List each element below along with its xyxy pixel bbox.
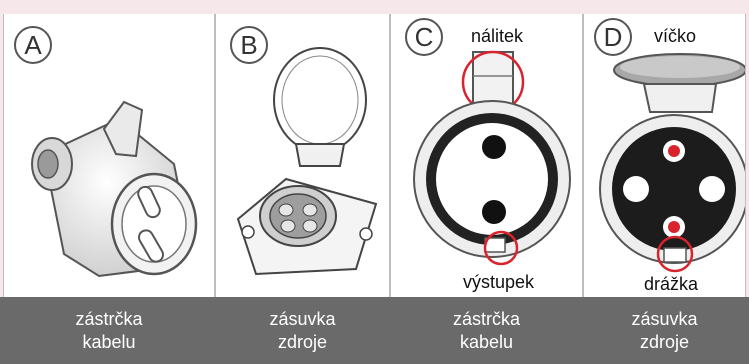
panel-d: D víčko drážka xyxy=(583,14,746,297)
caption-b-line2: zdroje xyxy=(277,331,328,352)
caption-b: zásuvka zdroje xyxy=(215,297,390,364)
caption-bar xyxy=(0,297,749,364)
groove-highlight-circle xyxy=(656,235,694,273)
callout-lid-label: víčko xyxy=(654,26,697,46)
socket-front-view-illustration xyxy=(599,53,745,273)
letter-badge-d: D xyxy=(594,18,632,56)
caption-d-line1: zásuvka xyxy=(631,308,698,329)
caption-d-line2: zdroje xyxy=(639,331,690,352)
callout-key-label: výstupek xyxy=(463,272,535,292)
callout-tab-label: nálitek xyxy=(471,26,524,46)
key-highlight-circle xyxy=(483,230,519,266)
caption-c-line2: kabelu xyxy=(459,331,514,352)
plug-front-view-illustration xyxy=(413,50,571,266)
callout-groove-label: drážka xyxy=(644,274,699,294)
caption-d: zásuvka zdroje xyxy=(583,297,746,364)
caption-c: zástrčka kabelu xyxy=(390,297,583,364)
cable-plug-illustration xyxy=(31,100,198,278)
panel-a: A xyxy=(3,14,215,297)
letter-badge-b: B xyxy=(230,26,268,64)
caption-a-line1: zástrčka xyxy=(75,308,143,329)
letter-badge-a: A xyxy=(14,26,52,64)
caption-c-line1: zástrčka xyxy=(452,308,521,329)
letter-badge-c: C xyxy=(405,18,443,56)
panel-b: B xyxy=(215,14,390,297)
caption-b-line1: zásuvka xyxy=(269,308,336,329)
caption-a-line2: kabelu xyxy=(82,331,136,352)
source-socket-illustration xyxy=(236,47,378,276)
panel-c: C nálitek výstupek xyxy=(390,14,583,297)
caption-a: zástrčka kabelu xyxy=(3,297,215,364)
